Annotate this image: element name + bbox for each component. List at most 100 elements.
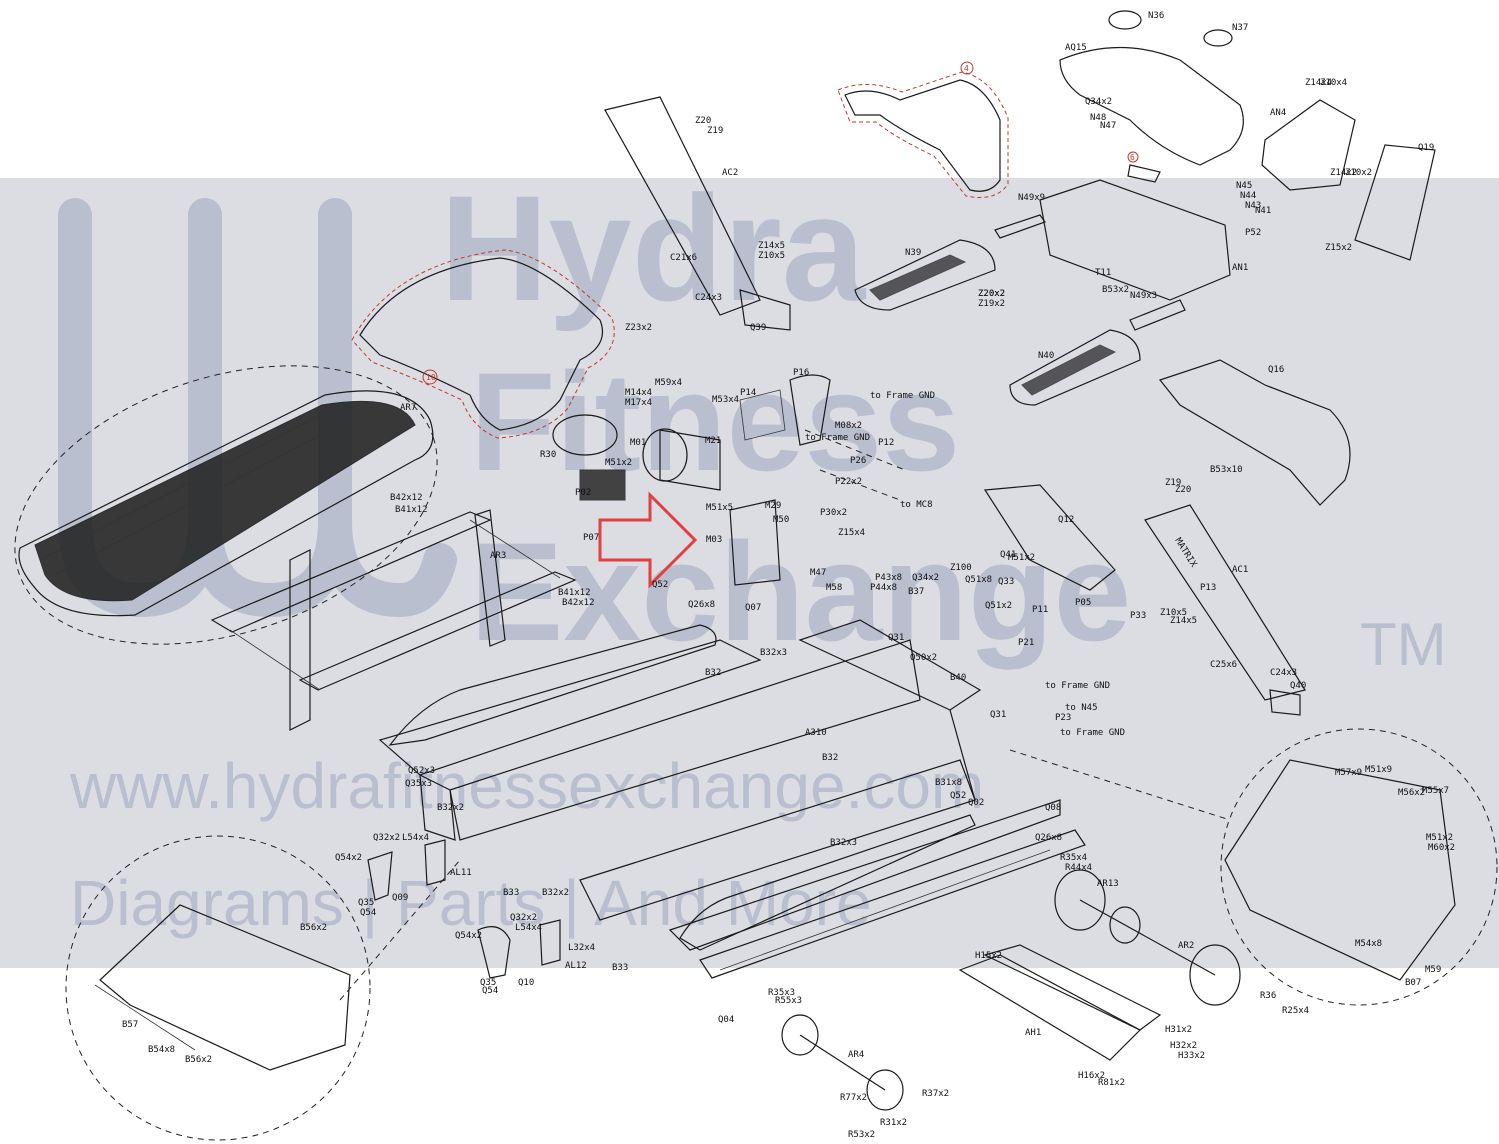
- part-label-p60: R30: [540, 450, 556, 460]
- part-label-p73: Q26x8: [688, 600, 715, 610]
- part-label-p5: B41x12: [558, 588, 591, 598]
- part-label-p36: N44: [1240, 191, 1256, 201]
- part-label-p77: Z20: [1175, 485, 1191, 495]
- part-label-p167: M59: [1425, 965, 1441, 975]
- matrix-logo-label: MATRIX: [1172, 536, 1198, 569]
- part-label-p126: Q35: [358, 898, 374, 908]
- part-label-p109: B32: [822, 753, 838, 763]
- part-label-p83: C24x3: [1270, 668, 1297, 678]
- part-label-p155: H16x2: [1078, 1071, 1105, 1081]
- part-label-p127: Q54: [360, 908, 376, 918]
- part-label-p20: Z20x2: [978, 289, 1005, 299]
- part-label-p156: R81x2: [1098, 1078, 1125, 1088]
- part-label-p19: N40: [1038, 351, 1054, 361]
- part-label-p23: N37: [1232, 23, 1248, 33]
- part-label-p99: Q31: [888, 633, 904, 643]
- part-label-p107: A310: [805, 728, 827, 738]
- part-label-p161: M56x2: [1398, 788, 1425, 798]
- part-label-p104: P23: [1055, 713, 1071, 723]
- part-label-p122: Q54x2: [335, 853, 362, 863]
- watermark-band: [0, 178, 1499, 968]
- part-label-p71: P07: [583, 533, 599, 543]
- rear-motor-cover: [1158, 359, 1351, 506]
- part-label-p91: Q51x8: [965, 575, 992, 585]
- detail-view-right: [1220, 728, 1498, 1006]
- part-label-p113: Q08: [1045, 803, 1061, 813]
- part-label-p63: M51x5: [706, 503, 733, 513]
- part-label-p28: AN4: [1270, 108, 1286, 118]
- part-label-p108: B32: [705, 668, 721, 678]
- part-label-p162: M55x7: [1422, 786, 1449, 796]
- part-label-p70: M58: [826, 583, 842, 593]
- part-label-p110: B31x8: [935, 778, 962, 788]
- watermark-tagline: Diagrams | Parts | And More: [70, 867, 872, 939]
- part-label-p145: R53x2: [848, 1130, 875, 1140]
- part-label-p98: B37: [908, 587, 924, 597]
- assembly-leader-lines: [339, 429, 1231, 1001]
- part-label-p81: Z14x5: [1170, 616, 1197, 626]
- motor-shroud-Q12: [983, 484, 1116, 591]
- part-label-p9: Z20: [695, 116, 711, 126]
- left-upright-AC2: [604, 96, 791, 331]
- part-label-p89: Q34x2: [912, 573, 939, 583]
- part-label-p95: P21: [1018, 638, 1034, 648]
- part-label-p24: AQ15: [1065, 43, 1087, 53]
- part-label-p170: B54x8: [148, 1045, 175, 1055]
- part-label-p66: P30x2: [820, 508, 847, 518]
- part-label-p33: Z10x2: [1345, 168, 1372, 178]
- part-label-p52: P16: [793, 368, 809, 378]
- hood-ref-callout: 10: [426, 373, 436, 382]
- part-label-p157: R36: [1260, 991, 1276, 1001]
- part-label-p22: N36: [1148, 11, 1164, 21]
- part-label-p166: B07: [1405, 978, 1421, 988]
- accessory-brackets: [1261, 99, 1436, 261]
- part-label-p143: R37x2: [922, 1089, 949, 1099]
- part-label-p115: B32x3: [760, 648, 787, 658]
- part-label-p53: to Frame GND: [805, 433, 870, 443]
- part-label-p54: to Frame GND: [870, 391, 935, 401]
- part-label-p16: N39: [905, 248, 921, 258]
- part-label-p45: M14x4: [625, 388, 652, 398]
- rear-roller-AR2: [1054, 869, 1241, 1006]
- part-label-p139: R35x3: [768, 988, 795, 998]
- part-label-p58: to MC8: [900, 500, 933, 510]
- part-label-p135: Q35: [480, 978, 496, 988]
- watermark-brand-line1: Hydra: [440, 164, 867, 332]
- part-label-p136: Q54: [482, 986, 498, 996]
- part-label-p149: AR2: [1178, 941, 1194, 951]
- part-label-p49: M01: [630, 438, 646, 448]
- part-label-p132: L32x4: [568, 943, 595, 953]
- console-housing: 6: [1059, 10, 1244, 183]
- part-label-p118: Q35x3: [405, 779, 432, 789]
- part-label-p97: P33: [1130, 611, 1146, 621]
- part-label-p10: Z19: [707, 126, 723, 136]
- part-label-p44: B53x10: [1210, 465, 1243, 475]
- part-label-p93: Q51x2: [985, 601, 1012, 611]
- part-label-p62: P22x2: [835, 477, 862, 487]
- part-label-p48: M53x4: [712, 395, 739, 405]
- part-label-p68: Z15x4: [838, 528, 865, 538]
- part-label-p12: C24x3: [695, 293, 722, 303]
- part-label-p148: AR13: [1097, 879, 1119, 889]
- part-label-p72: Q52: [652, 580, 668, 590]
- part-label-p111: Q52: [950, 791, 966, 801]
- part-label-p47: M59x4: [655, 378, 682, 388]
- part-label-p40: AN1: [1232, 263, 1248, 273]
- part-label-p142: R77x2: [840, 1093, 867, 1103]
- part-label-p3: B42x12: [390, 493, 423, 503]
- part-label-p80: Z10x5: [1160, 608, 1187, 618]
- incline-frame-AH1: [958, 944, 1162, 1061]
- part-label-p144: R31x2: [880, 1118, 907, 1128]
- part-label-p69: M47: [810, 568, 826, 578]
- part-label-p146: R35x4: [1060, 853, 1087, 863]
- part-label-p34: Z15x2: [1325, 243, 1352, 253]
- part-label-p123: Q09: [392, 893, 408, 903]
- part-label-p128: Q54x2: [455, 931, 482, 941]
- part-label-p100: Q50x2: [910, 653, 937, 663]
- part-label-p39: P52: [1245, 228, 1261, 238]
- part-label-p164: M60x2: [1428, 843, 1455, 853]
- part-label-p8: AC2: [722, 168, 738, 178]
- part-label-p76: Z19: [1165, 478, 1181, 488]
